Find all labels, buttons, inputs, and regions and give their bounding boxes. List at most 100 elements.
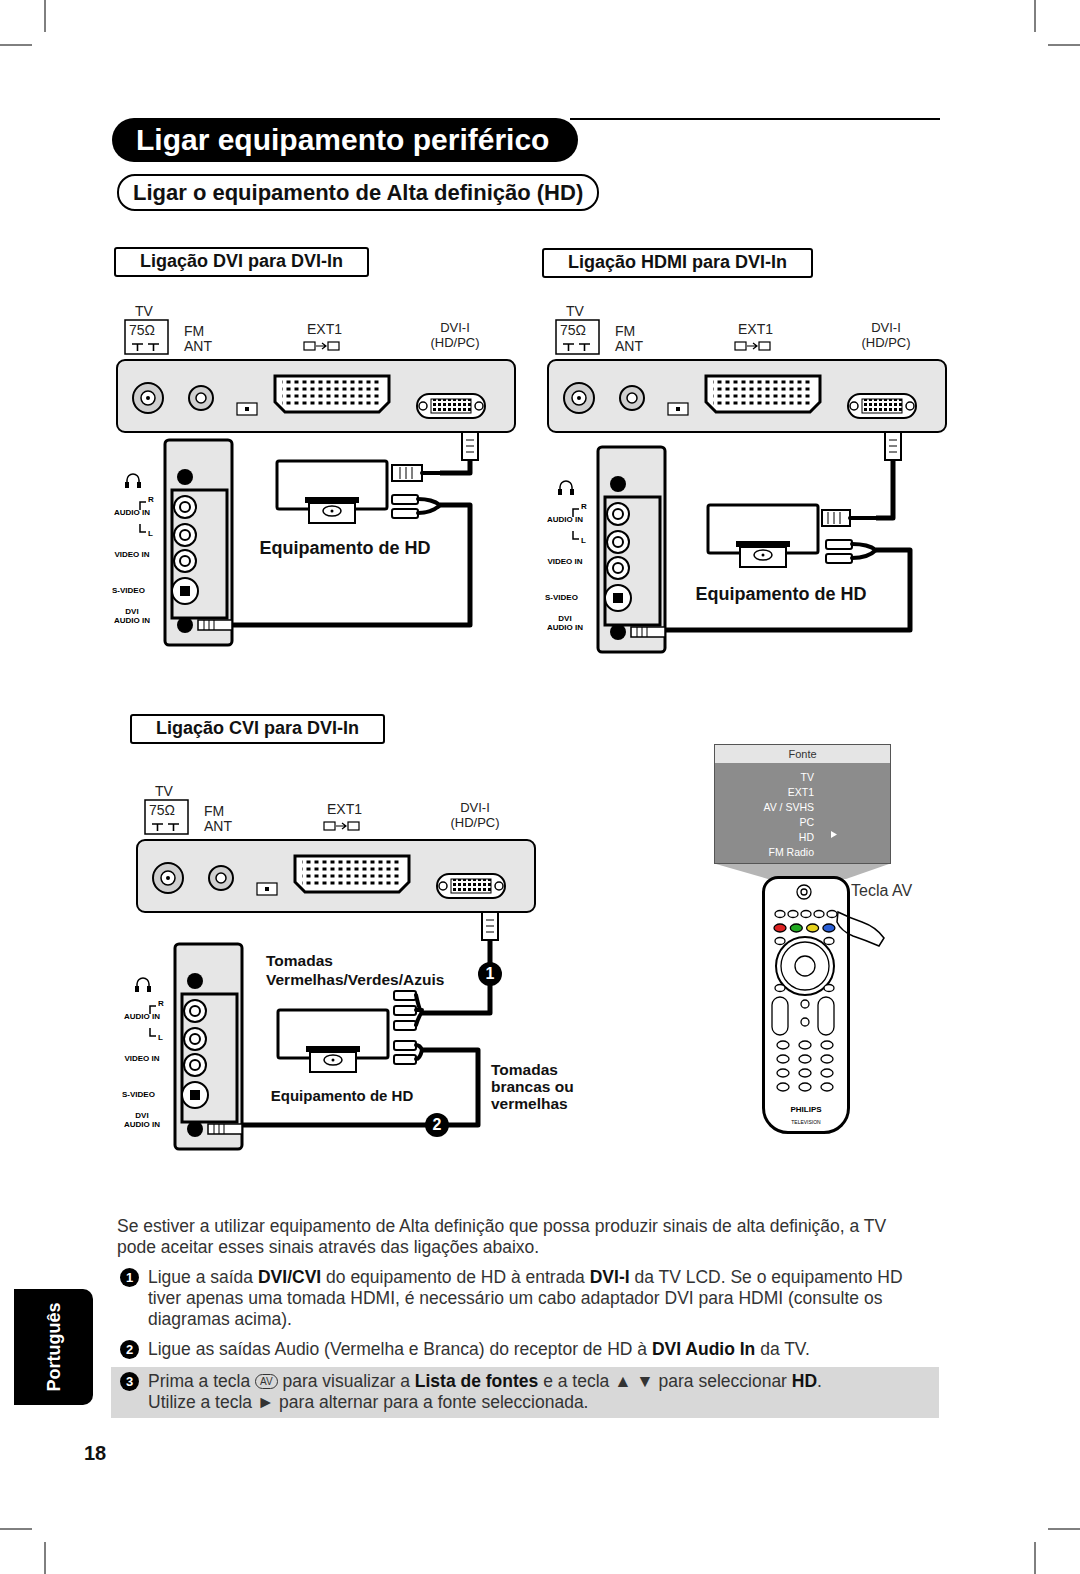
highlight-band: 3Prima a tecla AV para visualizar a List…	[111, 1367, 939, 1418]
digit-button	[821, 1083, 833, 1091]
digit-button	[777, 1083, 789, 1091]
remote-button	[801, 911, 811, 918]
digit-button	[777, 1041, 789, 1049]
node-hd: Equipamento de HD	[686, 502, 876, 606]
node-sec: Ligação DVI para DVI-In	[114, 247, 369, 277]
node-side: RAUDIO INLVIDEO INS-VIDEODVI AUDIO IN	[545, 447, 665, 652]
cable	[422, 912, 490, 1013]
intro-paragraph: Se estiver a utilizar equipamento de Alt…	[117, 1216, 907, 1258]
remote-button	[827, 911, 837, 918]
node-panel: TV 75Ω FM ANT EXT1 DVI-I (HD/PC)	[137, 782, 535, 912]
step-line: Prima a tecla AV para visualizar a Lista…	[148, 1371, 939, 1392]
node-panel: TV75ΩFM ANTEXT1DVI-I (HD/PC)	[548, 302, 946, 432]
hd-device	[708, 505, 818, 567]
remote-buttons	[772, 885, 837, 1091]
jack-label: AUDIO IN	[124, 1012, 160, 1021]
connector-label: EXT1	[738, 322, 773, 337]
connector-label: TV	[155, 784, 173, 799]
bold-text: DVI-I	[590, 1267, 630, 1287]
tv-rear-panel	[117, 320, 515, 432]
node-panel: TV75ΩFM ANTEXT1DVI-I (HD/PC)	[117, 302, 515, 432]
tv-rear-panel	[137, 800, 535, 912]
body-text: Se estiver a utilizar equipamento de Alt…	[117, 1216, 907, 1418]
body-text: Ligue as saídas Audio (Vermelha e Branca…	[148, 1339, 647, 1359]
callout-text: Tomadas Vermelhas/Verdes/Azuis	[266, 951, 491, 989]
jack-label: AUDIO IN	[547, 515, 583, 524]
remote-button	[775, 938, 785, 945]
body-text: .	[817, 1371, 822, 1391]
list-item: 2Ligue as saídas Audio (Vermelha e Branc…	[117, 1339, 907, 1360]
jack-label: DVI AUDIO IN	[547, 614, 583, 632]
connector-label: 75Ω	[560, 323, 586, 338]
digit-button	[799, 1069, 811, 1077]
connector-label: DVI-I (HD/PC)	[443, 800, 507, 830]
hd-device	[277, 461, 387, 523]
cable	[232, 505, 470, 625]
connector-label: TV	[135, 304, 153, 319]
connector-label: TV	[566, 304, 584, 319]
hd-device	[278, 1010, 388, 1072]
node-sec: Ligação CVI para DVI-In	[130, 714, 385, 744]
connector-label: DVI-I (HD/PC)	[854, 320, 918, 350]
remote-button	[775, 911, 785, 918]
connector-label: EXT1	[327, 802, 362, 817]
node-remote: PHILIPSTELEVISION	[762, 876, 850, 1134]
menu-header: Fonte	[715, 745, 890, 763]
digit-button	[821, 1069, 833, 1077]
node-hd: Equipamento de HD	[262, 1008, 422, 1106]
body-text: para visualizar a	[282, 1371, 409, 1391]
node-hd: Equipamento de HD	[250, 458, 440, 560]
node-tab: Português	[14, 1289, 93, 1405]
bold-text: DVI Audio In	[652, 1339, 755, 1359]
callout-number: 1	[478, 962, 502, 986]
tv-side-panel	[558, 447, 665, 652]
body-text: Utilize a tecla ► para alternar para a f…	[148, 1392, 939, 1413]
node-title: Ligar equipamento periférico	[112, 118, 578, 162]
remote-button	[775, 985, 785, 992]
jack-label: L	[158, 1033, 163, 1042]
brand-subtext: TELEVISION	[765, 1119, 847, 1125]
connector-label: EXT1	[307, 322, 342, 337]
section-label: Ligação DVI para DVI-In	[140, 250, 343, 273]
jack-label: R	[581, 502, 587, 511]
tv-side-panel	[125, 440, 232, 645]
jack-label: AUDIO IN	[114, 508, 150, 517]
jack-label: VIDEO IN	[124, 1054, 160, 1063]
callout-text: Tecla AV	[851, 882, 912, 900]
body-text: do equipamento de HD à entrada	[326, 1267, 585, 1287]
node-menu: FonteTVEXT1AV / SVHSPCHDFM Radio	[714, 744, 891, 864]
color-button	[807, 924, 819, 932]
title-rule	[570, 118, 940, 120]
connector-stripes	[400, 440, 897, 932]
list-item: 1Ligue a saída DVI/CVI do equipamento de…	[117, 1267, 907, 1330]
body-text: da TV.	[760, 1339, 810, 1359]
connector-label: FM ANT	[184, 324, 224, 354]
digit-button	[821, 1055, 833, 1063]
connector-label: 75Ω	[149, 803, 175, 818]
cable	[665, 550, 910, 630]
jack-label: L	[148, 529, 153, 538]
connector-label: DVI-I (HD/PC)	[423, 320, 487, 350]
color-button	[790, 924, 802, 932]
color-button	[774, 924, 786, 932]
menu-item: AV / SVHS	[715, 800, 814, 815]
jack-label: VIDEO IN	[547, 557, 583, 566]
device-label: Equipamento de HD	[262, 1086, 422, 1106]
tv-side-panel	[135, 944, 242, 1149]
menu-item: PC	[715, 815, 814, 830]
connector-label: FM ANT	[204, 804, 244, 834]
bold-text: Lista de fontes	[415, 1371, 539, 1391]
node-sec: Ligação HDMI para DVI-In	[542, 248, 813, 278]
menu-item: FM Radio	[715, 845, 814, 860]
device-label: Equipamento de HD	[686, 584, 876, 604]
remote-button	[824, 938, 834, 945]
color-button	[823, 924, 835, 932]
plugs	[392, 432, 901, 1064]
digit-button	[799, 1041, 811, 1049]
digit-button	[777, 1069, 789, 1077]
digit-button	[799, 1083, 811, 1091]
node-side: RAUDIO INLVIDEO INS-VIDEODVI AUDIO IN	[122, 944, 242, 1149]
node-pill: Ligar o equipamento de Alta definição (H…	[117, 174, 599, 211]
